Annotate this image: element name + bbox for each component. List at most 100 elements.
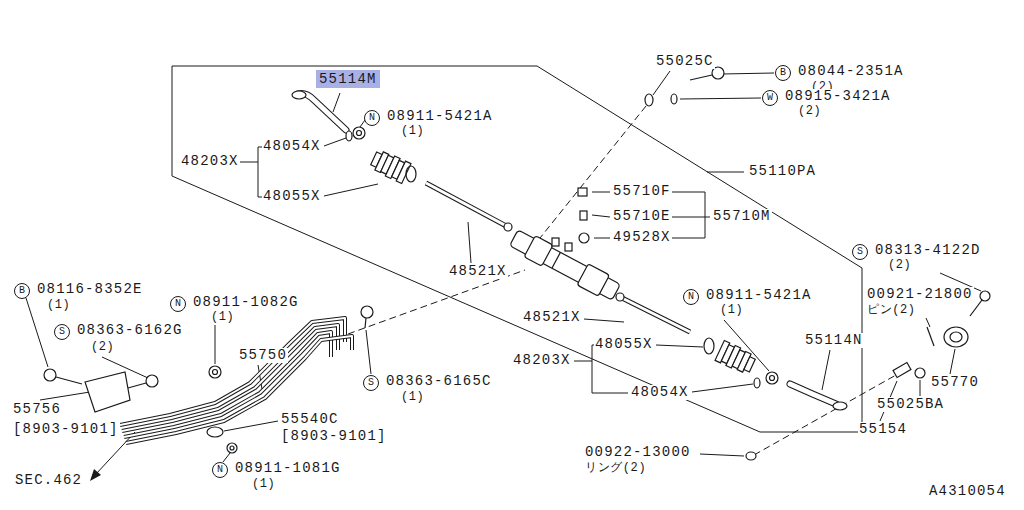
leader-line (574, 361, 592, 362)
callout-label: 55025BA (876, 397, 945, 412)
dashed-guide (348, 106, 896, 455)
callout-label: 55710M (712, 209, 772, 224)
circled-letter: B (775, 65, 791, 81)
leader-line (215, 325, 216, 364)
leader-line (680, 98, 761, 99)
fitting (980, 291, 990, 301)
callout-label: 49528X (612, 230, 672, 245)
nut-washer (746, 452, 756, 460)
bracket-bolt (128, 383, 146, 388)
bracket-bolt (146, 375, 158, 387)
rack-housing (577, 264, 609, 296)
callout-label: 00922-13000 (584, 445, 692, 460)
part-code: N (369, 113, 375, 123)
nut-washer (357, 131, 362, 136)
fitting (950, 332, 962, 342)
callout-label: [8903-9101] (12, 422, 120, 437)
callout-label: [8903-9101] (280, 429, 388, 444)
part-code: 55114M (319, 71, 377, 87)
callout-label: リング(2) (584, 462, 647, 475)
nut-washer (645, 94, 653, 106)
leader-line (926, 318, 930, 327)
bracket-bolt (44, 369, 56, 381)
rack-housing (565, 243, 572, 251)
leader-line (26, 298, 48, 367)
callout-label: (1) (719, 304, 744, 317)
leader-line (324, 138, 346, 146)
boot (396, 161, 411, 183)
section-arrow (96, 432, 135, 474)
tie-rod-end (292, 91, 306, 99)
boot (406, 166, 416, 182)
callout-label: 48054X (262, 139, 322, 154)
callout-label: (1) (46, 299, 71, 312)
rack-housing (578, 188, 587, 196)
rack-housing (579, 233, 589, 243)
callout-label: 08911-5421A (705, 288, 813, 303)
rack-housing (580, 211, 587, 220)
leader-line (258, 147, 259, 197)
callout-label: 48203X (512, 353, 572, 368)
tie-rod-end (790, 384, 836, 404)
leader-line (692, 384, 753, 392)
leader-line (672, 217, 710, 218)
part-code: S (59, 327, 65, 337)
leader-line (653, 71, 670, 95)
bracket-bolt (227, 443, 237, 453)
leader-line (223, 453, 230, 462)
callout-label: (2) (797, 105, 822, 118)
leader-line (950, 349, 955, 374)
leader-line (324, 184, 378, 196)
callout-label: 08313-4122D (874, 243, 982, 258)
boot (369, 148, 411, 183)
fitting (927, 327, 934, 346)
bracket-bolt (213, 370, 218, 375)
part-code: B (19, 286, 25, 296)
rack-housing (508, 188, 622, 303)
bracket-bolt (230, 446, 234, 450)
callout-label: 08915-3421A (784, 89, 892, 104)
callout-label: 08116-8352E (36, 282, 144, 297)
inner-rod (618, 296, 690, 332)
fitting (690, 67, 990, 378)
leader-line (240, 162, 258, 163)
leader-line (672, 238, 705, 239)
tie-rod-end (790, 384, 836, 404)
dashed-guide (348, 270, 525, 334)
leader-line (333, 93, 340, 112)
boot (744, 357, 755, 372)
circled-letter: S (54, 324, 70, 340)
part-code: N (688, 292, 694, 302)
nut-washer (671, 94, 677, 104)
leader-line (722, 73, 774, 74)
callout-label: 08911-1082G (192, 295, 300, 310)
leader-line (224, 421, 278, 431)
nut-washer (770, 376, 775, 381)
leader-line (822, 350, 830, 390)
callout-label: (1) (210, 311, 235, 324)
callout-label: ピン(2) (866, 304, 917, 317)
nut-washer (754, 378, 760, 388)
rack-housing (524, 236, 553, 267)
callout-label: 55110PA (748, 164, 817, 179)
circled-letter: W (762, 90, 778, 106)
leader-line (920, 380, 921, 396)
nut-washer (353, 127, 365, 139)
callout-label: 08911-5421A (386, 109, 494, 124)
inner-rod (618, 296, 690, 332)
leader-line (672, 192, 705, 193)
leader-line (26, 71, 981, 462)
callout-label: 55756 (12, 402, 62, 417)
circled-letter: B (14, 283, 30, 299)
leader-line (592, 345, 593, 393)
callout-label: SEC.462 (14, 473, 83, 488)
circled-letter: N (170, 296, 186, 312)
tie-rod-end (298, 94, 346, 130)
callout-label: 55710E (612, 209, 672, 224)
nut-washer (346, 94, 778, 460)
part-code: N (217, 465, 223, 475)
inner-rod (426, 183, 510, 228)
inner-rod (426, 183, 690, 332)
circled-letter: S (363, 375, 379, 391)
bracket-bolt (207, 427, 223, 437)
